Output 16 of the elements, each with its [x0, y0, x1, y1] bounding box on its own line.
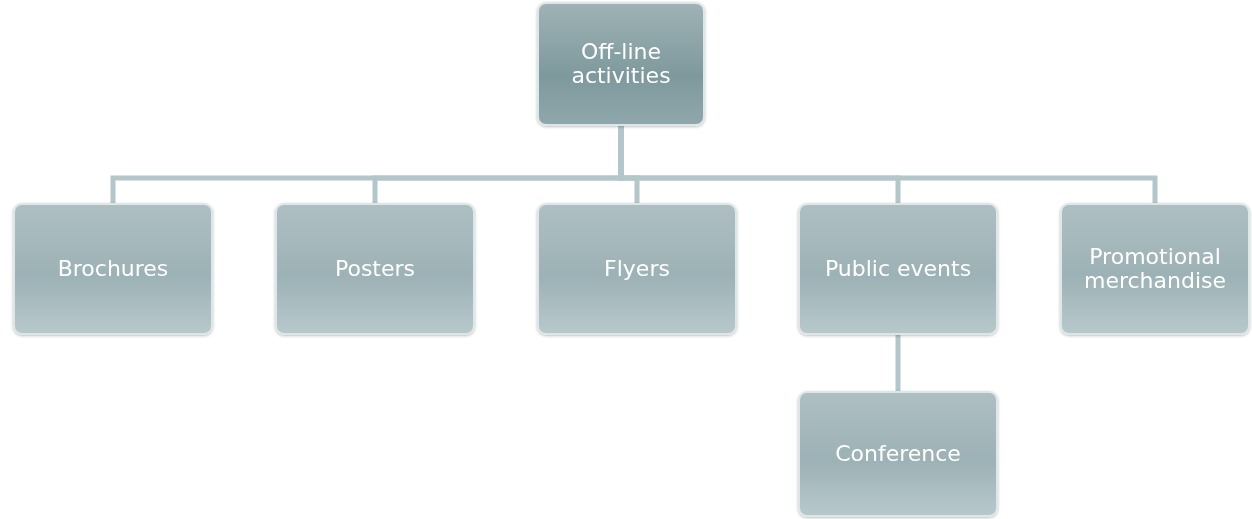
- node-label: Conference: [835, 441, 961, 467]
- node-label: Brochures: [57, 256, 169, 282]
- category-box: [1060, 203, 1250, 335]
- category-box: [13, 203, 213, 335]
- node-label: Off-line activities: [570, 39, 672, 89]
- category-box: [275, 203, 475, 335]
- root-box: [537, 2, 705, 126]
- node-label: Promotional merchandise: [1082, 244, 1228, 294]
- category-box: [798, 203, 998, 335]
- category-box: [537, 203, 737, 335]
- connector-line: [618, 126, 1158, 203]
- node-label: Flyers: [604, 256, 670, 282]
- node-label: Posters: [334, 256, 416, 282]
- node-label: Public events: [824, 256, 972, 282]
- category-box: [798, 391, 998, 517]
- connector-line: [895, 335, 901, 391]
